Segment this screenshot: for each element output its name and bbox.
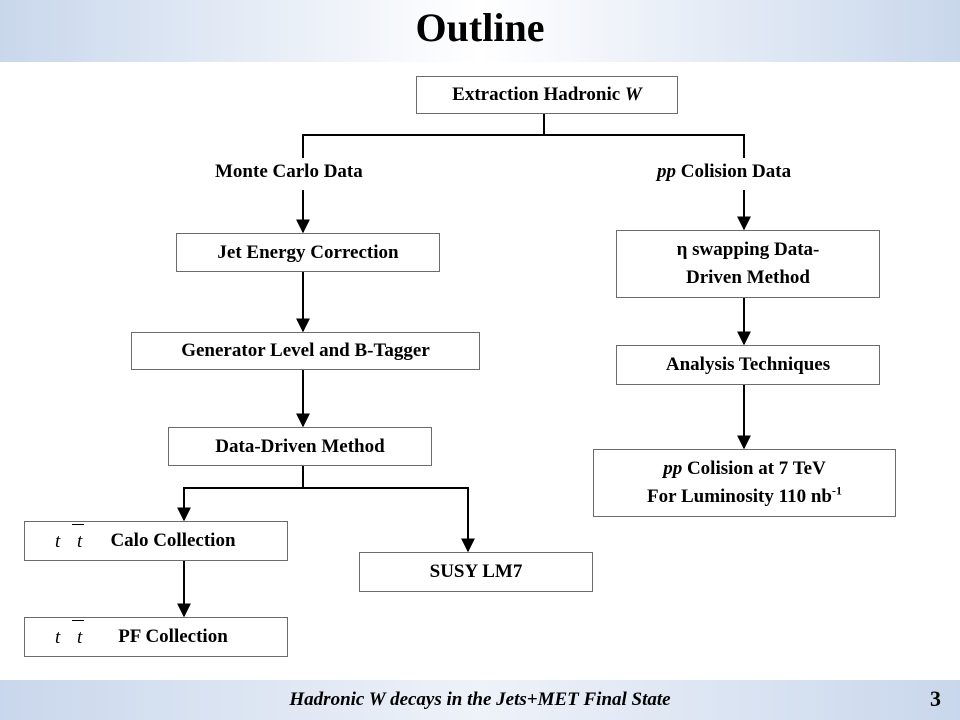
node-data-driven-method: Data-Driven Method xyxy=(168,427,432,466)
t-symbol: t xyxy=(55,531,67,552)
node-text-italic: W xyxy=(624,84,642,105)
tbar-symbol: t xyxy=(77,627,89,648)
node-text-line1: η swapping Data- xyxy=(676,239,820,260)
node-generator-level-b-tagger: Generator Level and B-Tagger xyxy=(131,332,480,370)
overline xyxy=(72,524,84,525)
t-symbol: t xyxy=(55,627,67,648)
node-text: Colision at 7 TeV xyxy=(682,458,826,479)
node-text: Calo Collection xyxy=(110,530,236,551)
node-text-line2: Driven Method xyxy=(685,267,810,288)
page-number: 3 xyxy=(930,686,941,711)
overline xyxy=(72,620,84,621)
label-text: Colision Data xyxy=(676,161,792,182)
node-eta-swapping: η swapping Data- Driven Method xyxy=(616,230,880,298)
node-analysis-techniques: Analysis Techniques xyxy=(616,345,880,385)
label-pp-colision-data: pp Colision Data xyxy=(657,161,791,183)
ttbar-symbol: t t xyxy=(55,620,89,652)
title-bar xyxy=(0,0,960,62)
node-extraction-hadronic-w: Extraction Hadronic W xyxy=(416,76,678,114)
node-text-italic: pp xyxy=(663,458,683,479)
tbar-symbol: t xyxy=(77,531,89,552)
ttbar-symbol: t t xyxy=(55,524,89,556)
node-text: For Luminosity 110 nb xyxy=(647,486,832,507)
node-pp-colision-7tev: pp Colision at 7 TeV For Luminosity 110 … xyxy=(593,449,896,517)
node-text: PF Collection xyxy=(118,626,228,647)
footer-bar xyxy=(0,680,960,720)
footer-text: Hadronic W decays in the Jets+MET Final … xyxy=(289,689,671,710)
node-susy-lm7: SUSY LM7 xyxy=(359,552,593,592)
node-tt-pf-collection: t t PF Collection xyxy=(24,617,288,657)
label-text-italic: pp xyxy=(657,161,676,182)
superscript: -1 xyxy=(831,483,842,498)
node-jet-energy-correction: Jet Energy Correction xyxy=(176,233,440,272)
node-text: Extraction Hadronic xyxy=(452,84,625,105)
node-tt-calo-collection: t t Calo Collection xyxy=(24,521,288,561)
slide-title: Outline xyxy=(415,5,545,50)
label-monte-carlo-data: Monte Carlo Data xyxy=(215,161,363,182)
